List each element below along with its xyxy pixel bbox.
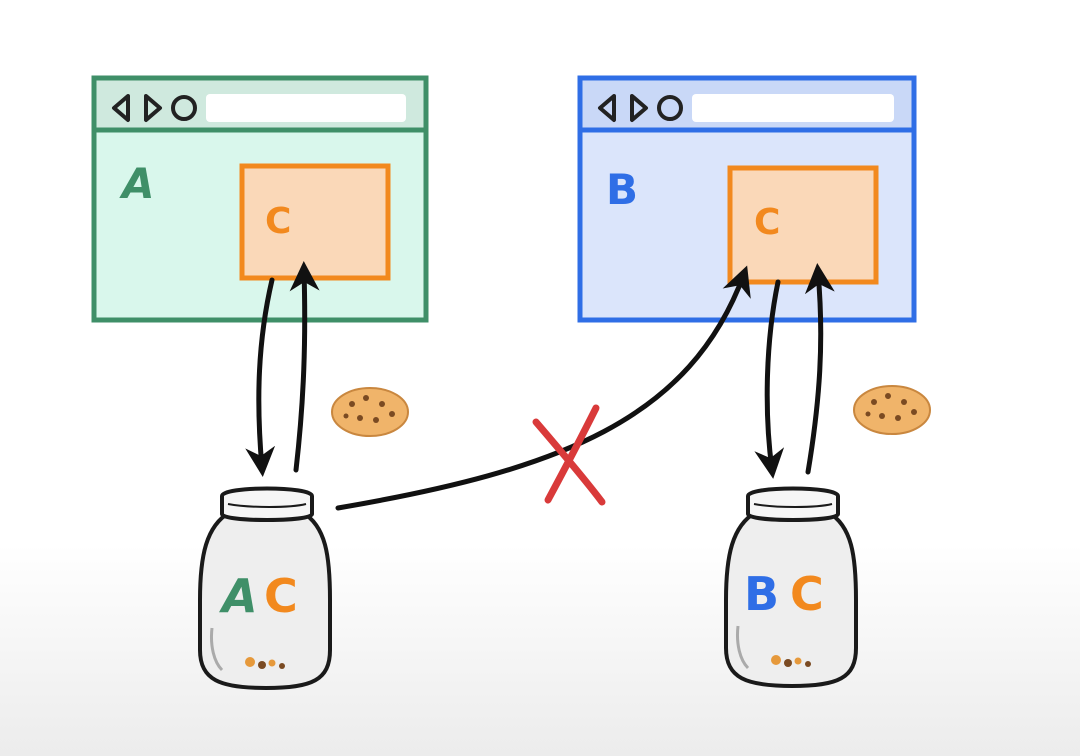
- arrow-frame-a-to-jar-a: [245, 277, 276, 477]
- cookie-jar-b: B C: [724, 486, 858, 689]
- jar-a-lid: [220, 486, 314, 522]
- browser-window-a: A C: [91, 75, 429, 323]
- cookie-icon: [331, 387, 409, 437]
- back-icon: [598, 94, 616, 122]
- back-icon: [112, 94, 130, 122]
- cookie-icon: [853, 385, 931, 435]
- cookie-jar-a: A C: [198, 486, 332, 691]
- arrows: [245, 261, 835, 511]
- forward-icon: [630, 94, 648, 122]
- embed-frame-b: C: [727, 165, 879, 285]
- jar-a-second-letter: C: [264, 569, 298, 623]
- jar-a-first-letter: A: [219, 569, 258, 623]
- arrow-jar-b-to-frame-b: [804, 263, 835, 475]
- embed-frame-a-label: C: [265, 201, 291, 242]
- browser-window-b: B C: [577, 75, 917, 323]
- arrow-jar-a-to-frame-a: [289, 261, 320, 473]
- reload-icon: [657, 95, 683, 121]
- window-a-address-bar: [206, 94, 406, 122]
- jar-a-body: [198, 510, 332, 691]
- window-a-label: A: [119, 159, 155, 208]
- jar-b-first-letter: B: [744, 567, 779, 621]
- jar-b-lid: [746, 486, 840, 522]
- reload-icon: [171, 95, 197, 121]
- window-b-label: B: [606, 165, 638, 214]
- arrow-jar-a-to-frame-b: [335, 265, 751, 511]
- jar-b-second-letter: C: [790, 567, 824, 621]
- embed-frame-b-label: C: [754, 202, 780, 243]
- forward-icon: [144, 94, 162, 122]
- cross-icon: [532, 404, 606, 506]
- jar-b-body: [724, 510, 858, 689]
- arrow-frame-b-to-jar-b: [754, 279, 785, 479]
- embed-frame-a: C: [239, 163, 391, 281]
- window-b-address-bar: [692, 94, 894, 122]
